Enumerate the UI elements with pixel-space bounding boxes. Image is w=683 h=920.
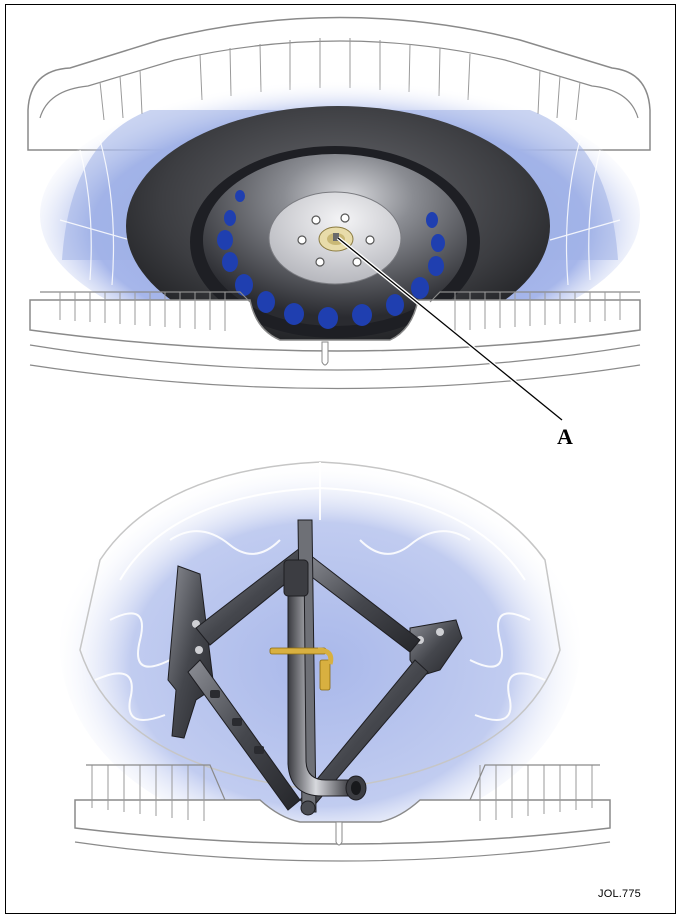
wheel-vent-holes	[217, 190, 445, 329]
jack-storage-well	[60, 450, 611, 862]
lug-holes	[297, 213, 375, 267]
figure-code: JOL.775	[598, 888, 641, 900]
jack-handle-wrench	[283, 559, 367, 801]
spare-tire-well	[27, 16, 651, 422]
jack-lock-pin	[269, 647, 334, 691]
scissor-jack	[167, 519, 463, 816]
callout-leader-line	[337, 237, 563, 421]
callout-label-a: A	[557, 424, 573, 449]
